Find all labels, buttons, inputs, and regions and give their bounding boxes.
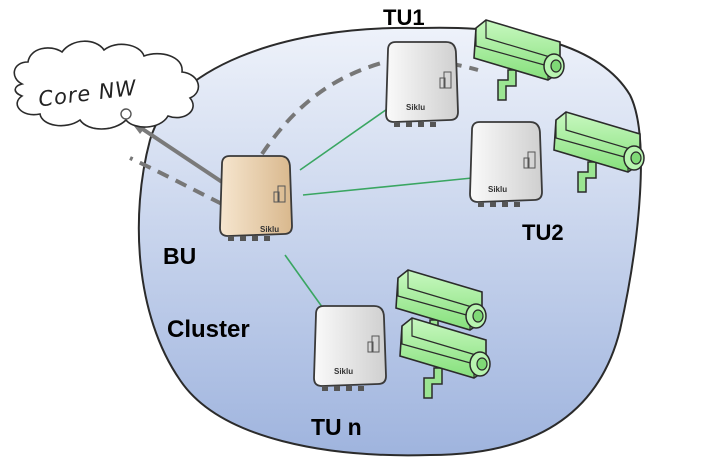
tu2-device: Siklu — [469, 121, 543, 208]
tu1-device: Siklu — [385, 41, 459, 128]
core-nw-port-icon — [120, 108, 132, 120]
bu-brand-label: Siklu — [260, 225, 279, 234]
uplink-arrow — [136, 124, 230, 188]
tu1-brand-label: Siklu — [406, 103, 425, 112]
tun-brand-label: Siklu — [334, 367, 353, 376]
beam-bu-left — [129, 156, 223, 206]
tu1-label: TU1 — [383, 5, 425, 30]
tun-device: Siklu — [313, 305, 387, 392]
base-unit-device: Siklu — [219, 155, 293, 242]
cluster-label: Cluster — [167, 316, 250, 343]
tu2-label: TU2 — [522, 220, 564, 245]
tu2-brand-label: Siklu — [488, 185, 507, 194]
bu-label: BU — [163, 243, 196, 269]
tun-label-suffix: n — [348, 414, 362, 440]
tun-label-main: TU — [311, 414, 342, 440]
link-bu-tu1 — [299, 99, 401, 171]
link-bu-tu2 — [302, 177, 473, 196]
core-nw-cloud — [13, 40, 200, 130]
